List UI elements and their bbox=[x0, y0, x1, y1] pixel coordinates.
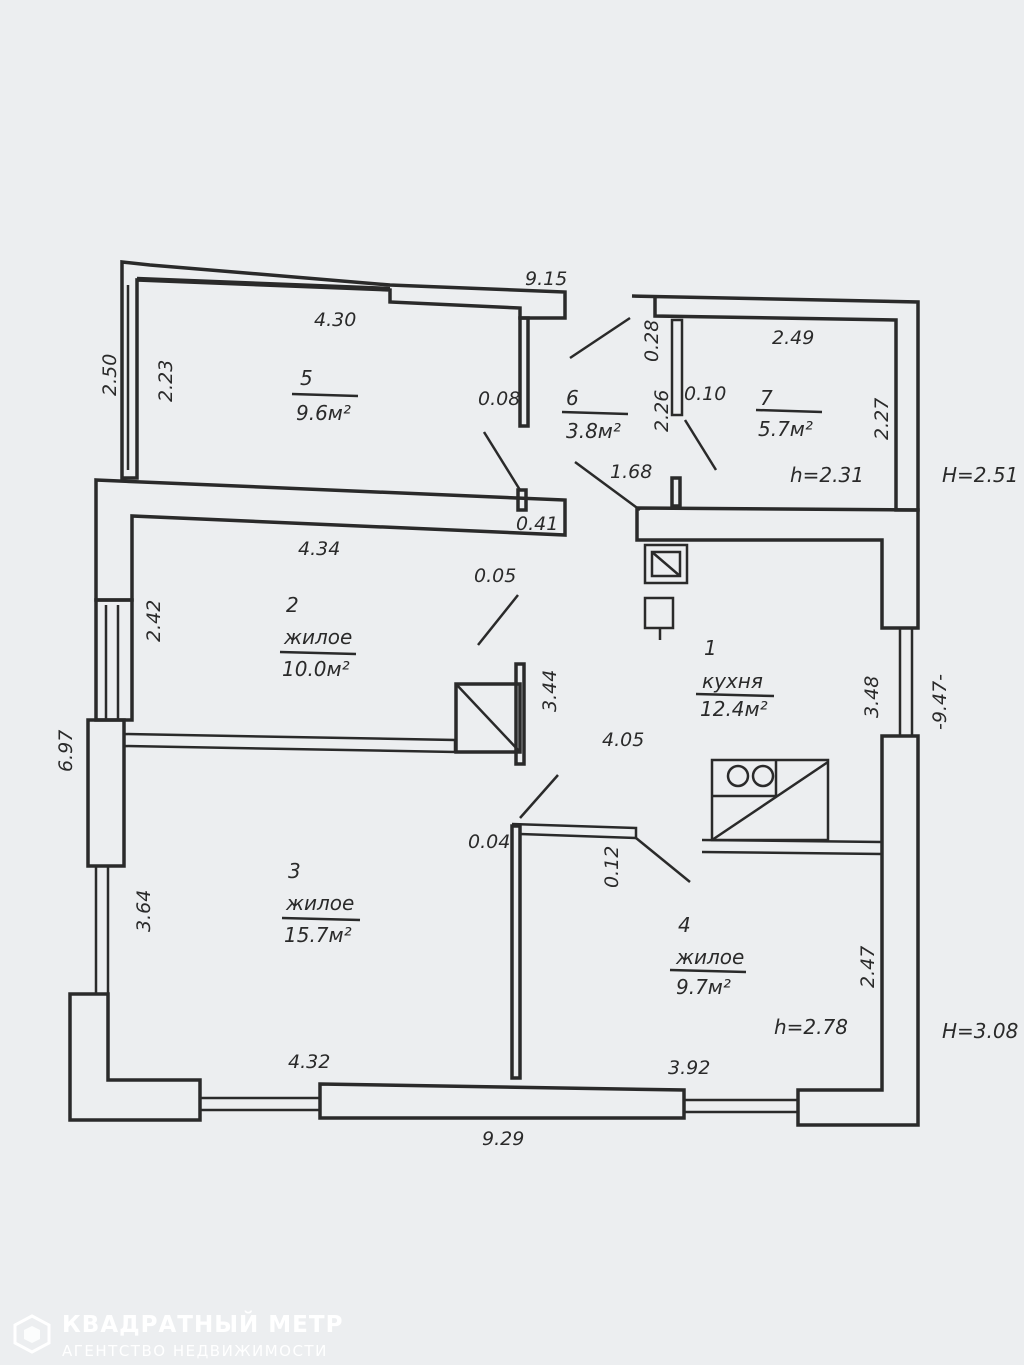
room-type: жилое bbox=[675, 945, 744, 969]
dim-room2-width: 4.34 bbox=[298, 538, 340, 560]
dim-wall-168: 1.68 bbox=[610, 461, 652, 483]
room-4: 4 жилое 9.7м² bbox=[669, 913, 747, 999]
stove-icon bbox=[643, 543, 689, 585]
room-5: 5 9.6м² bbox=[291, 366, 359, 425]
dim-room6-depth: 0.28 bbox=[641, 320, 663, 362]
walls bbox=[68, 260, 920, 1127]
room-number: 7 bbox=[760, 386, 773, 410]
room-type: жилое bbox=[283, 625, 352, 649]
boiler-icon bbox=[643, 596, 675, 630]
height-labels: h=2.31 H=2.51 h=2.78 H=3.08 bbox=[774, 463, 1018, 1043]
fixtures bbox=[454, 543, 830, 842]
dim-top-overall: 9.15 bbox=[525, 268, 567, 290]
room-labels: 5 9.6м² 6 3.8м² 7 5.7м² 2 жилое 10.0м² 1… bbox=[279, 366, 823, 999]
dim-wall-004: 0.04 bbox=[468, 831, 510, 853]
room-number: 6 bbox=[566, 386, 579, 410]
dim-room5-width: 4.30 bbox=[314, 309, 356, 331]
dimension-labels: 9.15 4.30 2.50 2.23 0.08 0.28 2.26 0.10 … bbox=[55, 268, 951, 1150]
dim-room7-height: 2.27 bbox=[871, 398, 893, 440]
dim-wall-005: 0.05 bbox=[474, 565, 516, 587]
dim-room3-height: 3.64 bbox=[133, 890, 155, 932]
upper-room-height: h=2.31 bbox=[790, 463, 864, 487]
chimney-icon bbox=[454, 682, 522, 754]
room-2: 2 жилое 10.0м² bbox=[279, 593, 357, 681]
dim-room6-height: 2.26 bbox=[651, 390, 673, 432]
cooktop-icon bbox=[710, 758, 830, 842]
dim-wall-008: 0.08 bbox=[478, 388, 520, 410]
room-area: 9.7м² bbox=[676, 975, 731, 999]
room-area: 3.8м² bbox=[566, 419, 621, 443]
dim-left-outer-top: 2.50 bbox=[99, 354, 121, 396]
room-number: 1 bbox=[704, 636, 717, 660]
cube-logo-icon bbox=[13, 1314, 51, 1354]
room-area: 10.0м² bbox=[282, 657, 350, 681]
dim-wall-041: 0.41 bbox=[516, 513, 558, 535]
dim-bottom-overall: 9.29 bbox=[482, 1128, 524, 1150]
dim-wall-010: 0.10 bbox=[684, 383, 726, 405]
dim-right-overall: -9.47- bbox=[929, 674, 951, 730]
agency-subtitle: АГЕНТСТВО НЕДВИЖИМОСТИ bbox=[62, 1342, 328, 1360]
dim-wall-012: 0.12 bbox=[601, 846, 623, 888]
room-area: 5.7м² bbox=[758, 417, 813, 441]
dim-room5-height: 2.23 bbox=[155, 360, 177, 402]
dim-room2-height: 2.42 bbox=[143, 600, 165, 642]
upper-building-height: H=2.51 bbox=[942, 463, 1018, 487]
door-swings bbox=[477, 316, 718, 883]
dim-room4-height: 2.47 bbox=[857, 946, 879, 988]
room-type: жилое bbox=[285, 891, 354, 915]
room-area: 12.4м² bbox=[700, 697, 768, 721]
dim-hall-405: 4.05 bbox=[602, 729, 644, 751]
dim-left-overall: 6.97 bbox=[55, 730, 77, 772]
room-1: 1 кухня 12.4м² bbox=[695, 636, 775, 721]
agency-watermark: КВАДРАТНЫЙ МЕТР АГЕНТСТВО НЕДВИЖИМОСТИ bbox=[6, 1308, 426, 1364]
room-type: кухня bbox=[702, 669, 763, 693]
room-number: 2 bbox=[286, 593, 299, 617]
room-7: 7 5.7м² bbox=[755, 386, 823, 441]
dim-kitchen-height: 3.48 bbox=[861, 676, 883, 718]
dim-room3-width: 4.32 bbox=[288, 1051, 330, 1073]
lower-room-height: h=2.78 bbox=[774, 1015, 848, 1039]
dim-hall-344: 3.44 bbox=[539, 670, 561, 712]
room-6: 6 3.8м² bbox=[561, 386, 629, 443]
room-number: 3 bbox=[288, 859, 301, 883]
room-number: 4 bbox=[678, 913, 691, 937]
room-3: 3 жилое 15.7м² bbox=[281, 859, 361, 947]
dim-room7-width: 2.49 bbox=[772, 327, 814, 349]
room-number: 5 bbox=[300, 366, 313, 390]
room-area: 9.6м² bbox=[296, 401, 351, 425]
room-area: 15.7м² bbox=[284, 923, 352, 947]
agency-name: КВАДРАТНЫЙ МЕТР bbox=[62, 1312, 344, 1338]
lower-building-height: H=3.08 bbox=[942, 1019, 1018, 1043]
dim-room4-width: 3.92 bbox=[668, 1057, 710, 1079]
